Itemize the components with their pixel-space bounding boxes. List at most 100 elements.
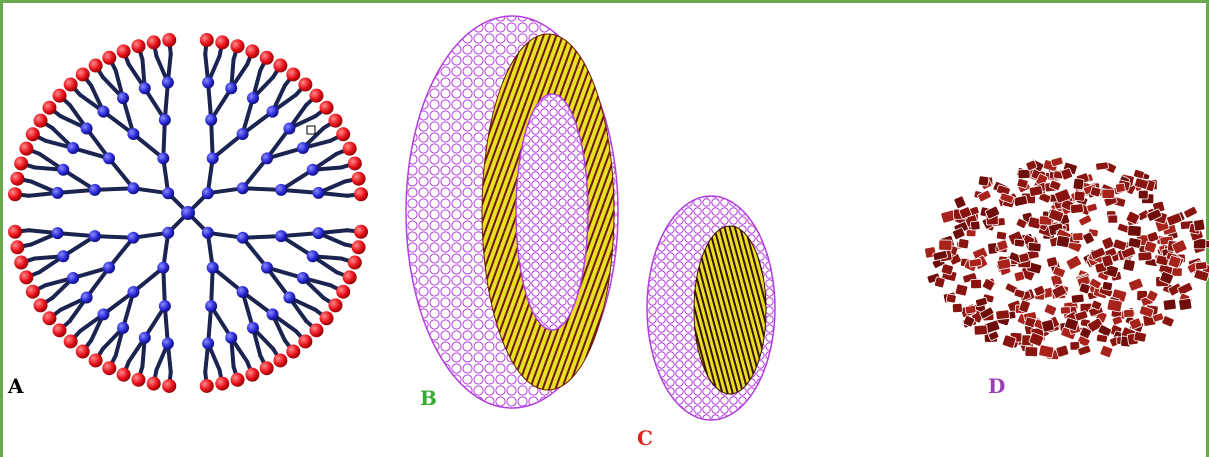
- nanoparticle-block: [1086, 203, 1097, 213]
- branch-node: [127, 232, 139, 244]
- branch-node: [127, 128, 139, 140]
- nanoparticle-block: [1025, 347, 1038, 357]
- terminal-group: [76, 345, 90, 359]
- terminal-group: [348, 256, 362, 270]
- nanoparticle-block: [1051, 157, 1064, 167]
- branch-node: [261, 152, 273, 164]
- nanoparticle-block: [1183, 206, 1198, 219]
- terminal-group: [215, 35, 229, 49]
- branch-node: [275, 230, 287, 242]
- branch-node: [159, 114, 171, 126]
- nanoparticle-block: [1014, 289, 1026, 299]
- branch-node: [267, 106, 279, 118]
- terminal-group: [14, 256, 28, 270]
- branch-node: [103, 262, 115, 274]
- nanoparticle-block: [1014, 271, 1025, 282]
- branch-node: [312, 187, 324, 199]
- branch-node: [162, 227, 174, 239]
- terminal-group: [352, 240, 366, 254]
- branch-node: [67, 142, 79, 154]
- terminal-group: [102, 361, 116, 375]
- branch-node: [81, 292, 93, 304]
- terminal-group: [298, 78, 312, 92]
- nanoparticle-block: [974, 325, 988, 335]
- branch-node: [247, 322, 259, 334]
- nanoparticle-block: [1044, 304, 1057, 316]
- branch-node: [283, 122, 295, 134]
- terminal-group: [328, 114, 342, 128]
- terminal-group: [298, 334, 312, 348]
- branch-node: [89, 184, 101, 196]
- nanoparticle-block: [1041, 319, 1054, 332]
- terminal-group: [286, 67, 300, 81]
- nanoparticle-block: [965, 305, 976, 314]
- nanoparticle-block: [1163, 299, 1176, 311]
- panel-label-b: B: [420, 388, 437, 408]
- branch-node: [202, 227, 214, 239]
- branch-node: [307, 164, 319, 176]
- branch-node: [97, 308, 109, 320]
- terminal-group: [42, 311, 56, 325]
- terminal-group: [10, 172, 24, 186]
- nanoparticle-block: [978, 176, 989, 187]
- nanoparticle-block: [1060, 307, 1070, 314]
- nanoparticle-block: [1028, 242, 1041, 251]
- core-node: [181, 206, 195, 220]
- terminal-group: [348, 156, 362, 170]
- terminal-group: [76, 67, 90, 81]
- branch-node: [297, 142, 309, 154]
- branch-node: [117, 322, 129, 334]
- branch-node: [202, 77, 214, 89]
- branch-node: [283, 292, 295, 304]
- nanoparticle-block: [1071, 294, 1084, 304]
- nanoparticle-block: [1066, 255, 1082, 270]
- terminal-group: [231, 373, 245, 387]
- branch-node: [207, 152, 219, 164]
- terminal-group: [117, 368, 131, 382]
- nanoparticle-block: [1195, 262, 1207, 270]
- nanoparticle-block: [1014, 239, 1025, 247]
- nanoparticle-block: [946, 294, 956, 304]
- nanoparticle-block: [1029, 185, 1043, 196]
- branch-node: [205, 114, 217, 126]
- nanoparticle-block: [1056, 235, 1070, 248]
- terminal-group: [320, 311, 334, 325]
- terminal-group: [273, 59, 287, 73]
- micelle-hydrophobic-core: [694, 226, 766, 394]
- branch-node: [297, 272, 309, 284]
- terminal-group: [147, 377, 161, 391]
- branch-node: [67, 272, 79, 284]
- terminal-group: [352, 172, 366, 186]
- terminal-group: [328, 298, 342, 312]
- panel-label-c: C: [637, 428, 653, 448]
- panel-label-d: D: [988, 376, 1005, 396]
- branch-node: [225, 332, 237, 344]
- nanoparticle-block: [1123, 309, 1134, 317]
- terminal-group: [19, 142, 33, 156]
- nanoparticle-block: [955, 284, 968, 297]
- nanoparticle-block: [975, 297, 988, 307]
- nanoparticle-block: [939, 240, 952, 251]
- nanoparticle-block: [1193, 219, 1205, 231]
- terminal-group: [64, 334, 78, 348]
- branch-node: [127, 182, 139, 194]
- terminal-group: [89, 59, 103, 73]
- nanoparticle-block: [1108, 215, 1118, 223]
- terminal-group: [34, 114, 48, 128]
- nanoparticle-block: [1056, 345, 1069, 358]
- terminal-group: [354, 225, 368, 239]
- branch-node: [81, 122, 93, 134]
- nanoparticle-block: [1102, 281, 1113, 291]
- branch-node: [162, 337, 174, 349]
- liposome-inner-core: [516, 94, 588, 330]
- branch-node: [237, 286, 249, 298]
- nanoparticle-block: [1134, 331, 1147, 342]
- terminal-group: [273, 353, 287, 367]
- small-square-marker: [307, 126, 315, 134]
- nanoparticle-block: [1038, 345, 1054, 359]
- branch-node: [139, 82, 151, 94]
- branch-node: [52, 227, 64, 239]
- branch-node: [202, 187, 214, 199]
- branch-node: [157, 262, 169, 274]
- branch-node: [237, 182, 249, 194]
